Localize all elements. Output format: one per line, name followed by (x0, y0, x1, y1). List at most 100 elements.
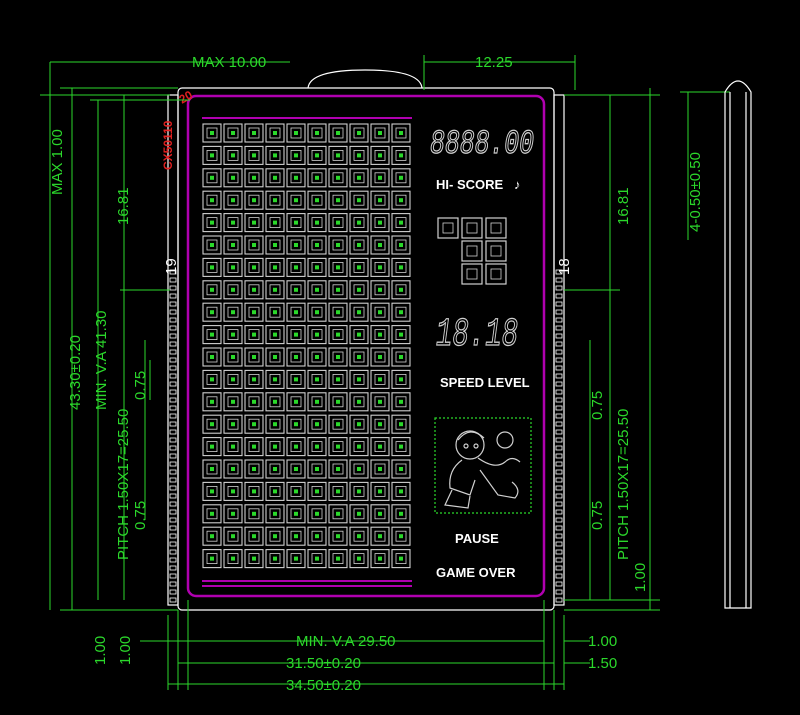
pin (169, 285, 177, 291)
matrix-cell-marker (210, 153, 214, 158)
pin (555, 453, 563, 459)
pin (555, 413, 563, 419)
matrix-cell-marker (294, 422, 298, 427)
matrix-cell-marker (336, 377, 340, 382)
pin (555, 445, 563, 451)
matrix-cell (286, 437, 306, 457)
matrix-cell (223, 257, 243, 277)
matrix-cell-inner (248, 508, 260, 520)
matrix-cell-inner (395, 127, 407, 139)
dot-matrix-grid (202, 123, 411, 569)
pin (169, 389, 177, 395)
matrix-cell-marker (273, 556, 277, 561)
part-mark: 20 (177, 88, 196, 107)
side-view (724, 80, 752, 609)
matrix-cell-marker (210, 399, 214, 404)
matrix-cell (223, 280, 243, 300)
score-display: 8888.00 HI- SCORE ♪ (429, 125, 534, 192)
matrix-cell-marker (357, 489, 361, 494)
matrix-cell-marker (231, 243, 235, 247)
matrix-cell (370, 414, 390, 434)
matrix-cell-inner (332, 194, 344, 206)
matrix-cell (391, 168, 411, 188)
pin (169, 501, 177, 507)
matrix-cell-marker (315, 265, 319, 270)
matrix-cell-inner (374, 553, 386, 564)
matrix-cell-inner (311, 463, 323, 475)
matrix-cell (349, 145, 369, 165)
matrix-cell (370, 123, 390, 143)
matrix-cell-marker (252, 243, 256, 247)
matrix-cell-inner (290, 306, 302, 318)
matrix-cell-inner (227, 149, 239, 161)
matrix-cell-marker (378, 153, 382, 158)
matrix-cell-marker (273, 355, 277, 359)
hi-score-label: HI- SCORE (436, 177, 504, 192)
matrix-cell-marker (399, 287, 403, 292)
matrix-cell-marker (273, 265, 277, 270)
matrix-cell-marker (315, 467, 319, 471)
matrix-cell-marker (252, 355, 256, 359)
matrix-cell (391, 504, 411, 524)
pin (555, 341, 563, 347)
pin (555, 469, 563, 475)
pin (555, 509, 563, 515)
matrix-cell-marker (252, 332, 256, 337)
matrix-cell-inner (332, 172, 344, 184)
matrix-cell-marker (336, 131, 340, 135)
matrix-cell (391, 526, 411, 546)
matrix-cell (202, 257, 222, 277)
matrix-cell-marker (378, 377, 382, 382)
matrix-cell-marker (294, 175, 298, 180)
pin (555, 373, 563, 379)
matrix-cell-marker (252, 220, 256, 225)
matrix-cell (265, 347, 285, 367)
matrix-cell-inner (290, 373, 302, 385)
pin (169, 277, 177, 283)
matrix-frame-bars (202, 117, 412, 587)
matrix-cell (286, 414, 306, 434)
matrix-cell-marker (378, 511, 382, 516)
pin (169, 421, 177, 427)
matrix-cell (370, 459, 390, 479)
matrix-cell-marker (336, 534, 340, 539)
matrix-cell-marker (336, 489, 340, 494)
pin (169, 509, 177, 515)
matrix-cell-marker (231, 467, 235, 471)
matrix-cell (370, 280, 390, 300)
pin (555, 597, 563, 603)
pause-label: PAUSE (455, 531, 499, 546)
pin (169, 413, 177, 419)
matrix-cell-inner (311, 217, 323, 229)
matrix-cell-marker (336, 355, 340, 359)
matrix-cell-inner (290, 261, 302, 273)
matrix-cell (307, 369, 327, 389)
pin (169, 549, 177, 555)
pin (169, 405, 177, 411)
matrix-cell-marker (294, 198, 298, 203)
matrix-cell (370, 504, 390, 524)
matrix-cell-marker (315, 287, 319, 292)
matrix-cell (328, 145, 348, 165)
matrix-cell-marker (231, 131, 235, 135)
matrix-cell-marker (336, 265, 340, 270)
matrix-cell (349, 369, 369, 389)
matrix-cell (328, 190, 348, 210)
matrix-cell (244, 190, 264, 210)
matrix-cell-inner (248, 217, 260, 229)
matrix-cell (391, 325, 411, 345)
pin (555, 485, 563, 491)
matrix-cell-inner (248, 396, 260, 408)
matrix-cell-inner (227, 441, 239, 453)
matrix-cell (349, 302, 369, 322)
matrix-cell (286, 392, 306, 412)
matrix-cell-inner (248, 306, 260, 318)
preview-cell (485, 240, 507, 262)
matrix-cell (349, 257, 369, 277)
matrix-cell (223, 123, 243, 143)
matrix-cell-marker (252, 467, 256, 471)
pin (555, 573, 563, 579)
matrix-cell-marker (210, 355, 214, 359)
matrix-cell-inner (248, 351, 260, 363)
matrix-cell-inner (269, 172, 281, 184)
